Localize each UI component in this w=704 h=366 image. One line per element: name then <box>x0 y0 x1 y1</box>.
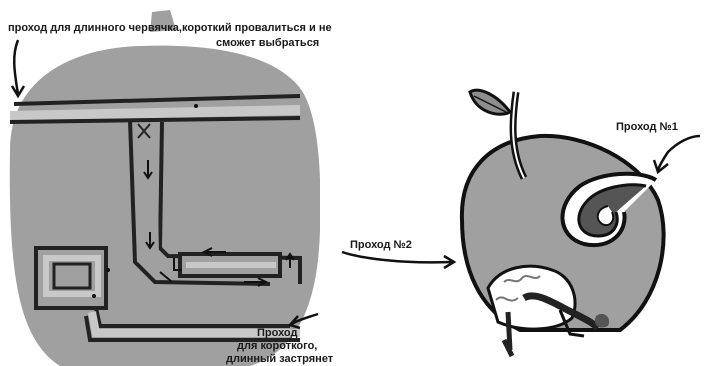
left-apple-body <box>10 46 321 366</box>
left-bottom-annotation-line2: для короткого, <box>237 340 317 352</box>
left-top-annotation-line1: проход для длинного червячка,короткий пр… <box>8 22 332 34</box>
left-top-annotation-line2: сможет выбраться <box>216 37 319 49</box>
left-bottom-annotation-line1: Проход <box>257 327 297 339</box>
passage-1-label: Проход №1 <box>616 121 678 133</box>
passage-1-arrow <box>654 136 700 172</box>
passage-2-arrow <box>342 252 454 268</box>
passage-2-label: Проход №2 <box>350 239 412 251</box>
top-tunnel <box>10 110 300 116</box>
left-apple <box>10 10 350 366</box>
left-top-arrow <box>12 40 24 96</box>
left-bottom-annotation-line3: длинный застрянет <box>226 353 333 365</box>
